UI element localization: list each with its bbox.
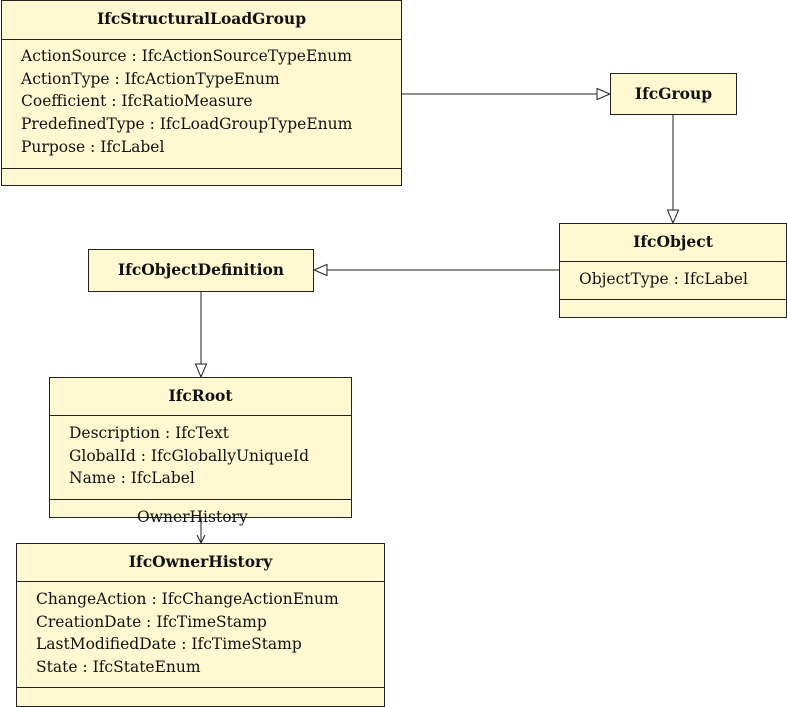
- generalization-object-to-objectdefinition: [312, 263, 559, 277]
- attribute-row: ActionType : IfcActionTypeEnum: [21, 69, 280, 88]
- class-name: IfcRoot: [168, 386, 233, 405]
- class-ifcobject[interactable]: IfcObject ObjectType : IfcLabel: [559, 223, 787, 318]
- attribute-row: LastModifiedDate : IfcTimeStamp: [36, 635, 302, 654]
- attribute-row: ChangeAction : IfcChangeActionEnum: [36, 590, 339, 608]
- attribute-row: Name : IfcLabel: [69, 469, 195, 488]
- attribute-row: PredefinedType : IfcLoadGroupTypeEnum: [21, 115, 353, 134]
- operations-compartment: [2, 169, 401, 185]
- attribute-row: Description : IfcText: [69, 424, 229, 442]
- attribute-row: ActionSource : IfcActionSourceTypeEnum: [21, 47, 352, 65]
- attribute-list: Description : IfcText GlobalId : IfcGlob…: [50, 415, 351, 500]
- class-name: IfcOwnerHistory: [128, 552, 273, 571]
- operations-compartment: [560, 300, 786, 317]
- class-ifcstructuralloadgroup[interactable]: IfcStructuralLoadGroup ActionSource : If…: [1, 0, 402, 186]
- attribute-row: Purpose : IfcLabel: [21, 137, 165, 156]
- generalization-objectdefinition-to-root: [194, 292, 208, 379]
- attribute-list: ChangeAction : IfcChangeActionEnum Creat…: [17, 581, 384, 688]
- attribute-row: GlobalId : IfcGloballyUniqueId: [69, 446, 310, 465]
- class-name: IfcGroup: [634, 84, 713, 103]
- association-role-label: OwnerHistory: [137, 508, 248, 526]
- attribute-row: CreationDate : IfcTimeStamp: [36, 612, 267, 631]
- generalization-group-to-object: [666, 115, 680, 225]
- attribute-row: State : IfcStateEnum: [36, 658, 201, 677]
- attribute-row: Coefficient : IfcRatioMeasure: [21, 92, 253, 111]
- class-name: IfcObjectDefinition: [117, 260, 285, 279]
- attribute-row: ObjectType : IfcLabel: [579, 270, 748, 288]
- operations-compartment: [17, 688, 384, 706]
- attribute-list: ActionSource : IfcActionSourceTypeEnum A…: [2, 39, 401, 169]
- class-name: IfcObject: [633, 232, 713, 251]
- class-ifcgroup[interactable]: IfcGroup: [610, 73, 737, 115]
- class-ifcroot[interactable]: IfcRoot Description : IfcText GlobalId :…: [49, 377, 352, 518]
- class-ifcobjectdefinition[interactable]: IfcObjectDefinition: [88, 249, 314, 292]
- class-name: IfcStructuralLoadGroup: [96, 9, 307, 28]
- attribute-list: ObjectType : IfcLabel: [560, 261, 786, 300]
- generalization-structuralloadgroup-to-group: [402, 87, 612, 101]
- class-ifcownerhistory[interactable]: IfcOwnerHistory ChangeAction : IfcChange…: [16, 543, 385, 707]
